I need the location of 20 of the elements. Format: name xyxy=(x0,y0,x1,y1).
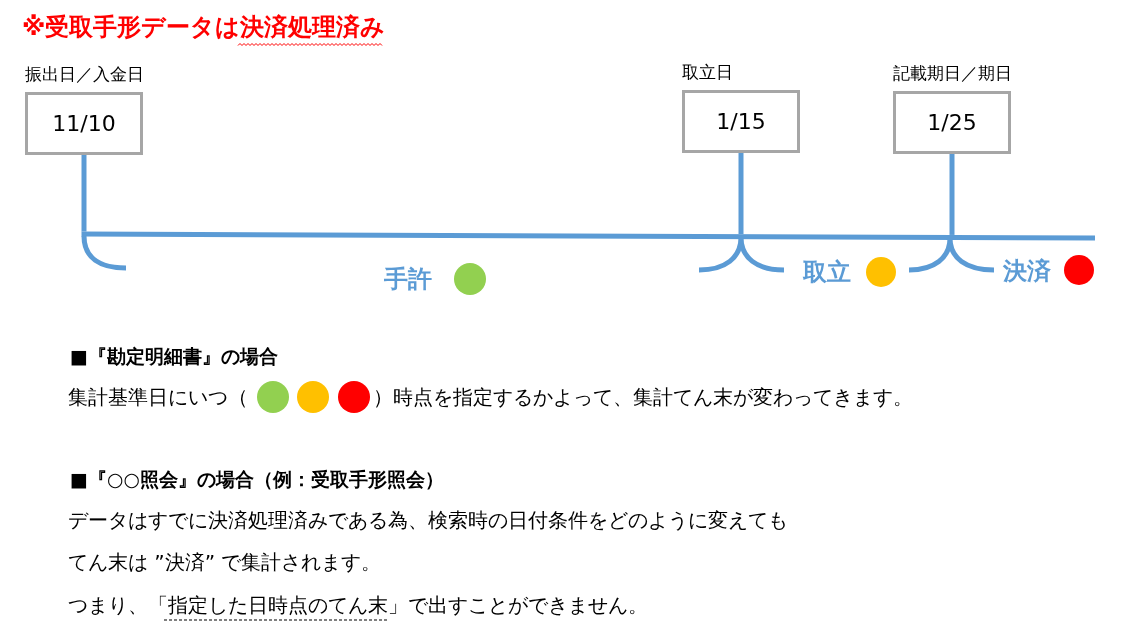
period-label: 手許 xyxy=(384,264,432,294)
date-value: 1/25 xyxy=(927,108,977,137)
period-label: 決済 xyxy=(1003,256,1051,286)
date-label: 記載期日／期日 xyxy=(893,62,1012,84)
date-value: 11/10 xyxy=(52,109,116,138)
body-text: ）時点を指定するかよって、集計てん末が変わってきます。 xyxy=(373,384,913,411)
section-heading: ■『勘定明細書』の場合 xyxy=(70,344,278,369)
date-label: 振出日／入金日 xyxy=(25,63,144,85)
date-label: 取立日 xyxy=(682,61,733,83)
connector-line xyxy=(81,155,87,232)
connector-line xyxy=(949,154,955,235)
date-value: 1/15 xyxy=(716,107,766,136)
body-text: てん末は ”決済” で集計されます。 xyxy=(68,549,382,576)
period-label: 取立 xyxy=(803,257,851,287)
section-heading: ■『○○照会』の場合（例：受取手形照会） xyxy=(70,467,445,492)
connector-line xyxy=(738,153,744,235)
body-text: 集計基準日にいつ（ xyxy=(68,384,248,411)
body-text: つまり、「指定した日時点のてん末」で出すことができません。 xyxy=(68,592,648,619)
title-text: ※受取手形データは決済処理済み xyxy=(22,12,386,42)
body-text: データはすでに決済処理済みである為、検索時の日付条件をどのように変えても xyxy=(68,507,788,534)
